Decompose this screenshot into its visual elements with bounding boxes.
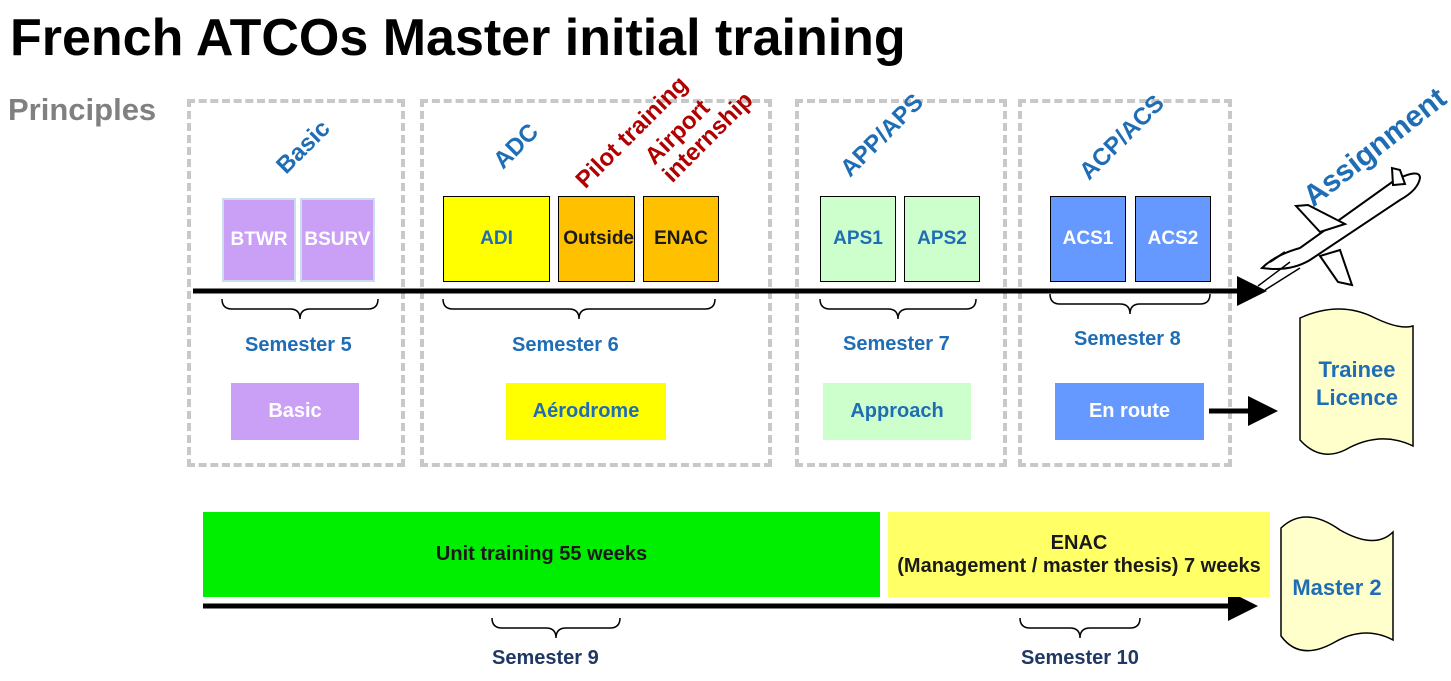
frame-semester-6 xyxy=(420,99,772,467)
trainee-licence-line-2: Licence xyxy=(1316,384,1398,410)
semester-7-label: Semester 7 xyxy=(843,333,950,355)
document-scroll-icon xyxy=(1280,516,1394,652)
category-approach: Approach xyxy=(823,383,971,440)
master-2-label: Master 2 xyxy=(1292,575,1382,600)
category-aerodrome: Aérodrome xyxy=(506,383,666,440)
document-scroll-icon xyxy=(1299,308,1414,455)
airplane-icon xyxy=(1257,166,1422,291)
frame-semester-5 xyxy=(187,99,405,467)
enac-thesis-bar: ENAC (Management / master thesis) 7 week… xyxy=(888,512,1270,597)
enac-thesis-line-2: (Management / master thesis) 7 weeks xyxy=(897,554,1261,577)
curly-brace-icon xyxy=(819,298,977,320)
curly-brace-icon xyxy=(491,617,621,639)
frame-semester-7 xyxy=(795,99,1007,467)
module-adi: ADI xyxy=(443,196,550,282)
page-title: French ATCOs Master initial training xyxy=(10,9,906,67)
semester-8-label: Semester 8 xyxy=(1074,328,1181,350)
curly-brace-icon xyxy=(221,298,379,320)
module-bsurv: BSURV xyxy=(300,198,375,282)
unit-training-bar: Unit training 55 weeks xyxy=(203,512,880,597)
module-aps2: APS2 xyxy=(904,196,980,282)
trainee-licence-line-1: Trainee xyxy=(1318,357,1396,382)
module-outside: Outside xyxy=(558,196,635,282)
trainee-licence-label: Trainee Licence xyxy=(1300,356,1414,411)
semester-9-label: Semester 9 xyxy=(492,647,599,669)
curly-brace-icon xyxy=(442,298,716,320)
page-subtitle: Principles xyxy=(8,92,157,127)
curly-brace-icon xyxy=(1019,617,1141,639)
semester-5-label: Semester 5 xyxy=(245,334,352,356)
category-basic: Basic xyxy=(231,383,359,440)
curly-brace-icon xyxy=(1049,293,1211,315)
module-enac: ENAC xyxy=(643,196,719,282)
module-acs2: ACS2 xyxy=(1135,196,1211,282)
enac-thesis-line-1: ENAC xyxy=(1050,531,1108,554)
semester-10-label: Semester 10 xyxy=(1021,647,1139,669)
module-acs1: ACS1 xyxy=(1050,196,1126,282)
frame-semester-8 xyxy=(1018,99,1232,467)
module-aps1: APS1 xyxy=(820,196,896,282)
category-en-route: En route xyxy=(1055,383,1204,440)
module-btwr: BTWR xyxy=(222,198,296,282)
semester-6-label: Semester 6 xyxy=(512,334,619,356)
